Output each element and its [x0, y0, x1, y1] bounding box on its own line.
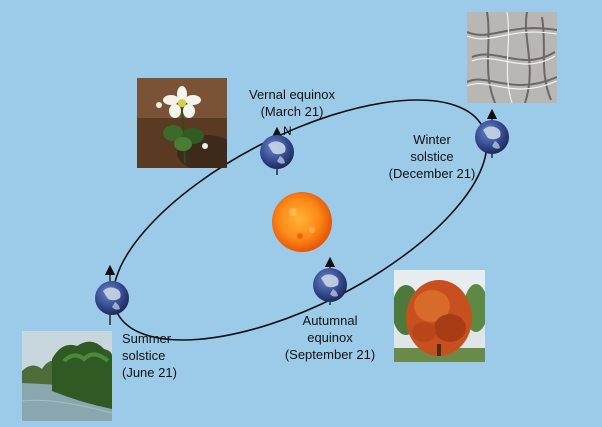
summer-solstice-line2: solstice: [122, 348, 166, 363]
sun: [272, 192, 332, 252]
vernal-equinox-title: Vernal equinox: [248, 87, 335, 102]
autumnal-equinox-date: (September 21): [284, 347, 376, 362]
earth-vernal-equinox: [260, 126, 294, 175]
winter-solstice-line2: solstice: [410, 149, 454, 164]
summer-solstice-label: Summer solstice (June 21): [122, 330, 182, 381]
autumnal-equinox-line2: equinox: [307, 330, 353, 345]
summer-solstice-date: (June 21): [122, 365, 177, 380]
flower-photo: [137, 78, 227, 168]
autumnal-equinox-line1: Autumnal: [302, 313, 358, 328]
earth-winter-solstice: [475, 108, 509, 158]
ice-branches-photo: [467, 12, 557, 103]
autumnal-equinox-label: Autumnal equinox (September 21): [280, 312, 380, 363]
winter-solstice-label: Winter solstice (December 21): [382, 131, 482, 182]
earth-autumnal-equinox: [313, 256, 347, 305]
autumn-tree-photo: [394, 270, 485, 362]
winter-solstice-line1: Winter: [413, 132, 451, 147]
north-label: N: [283, 124, 292, 138]
summer-solstice-line1: Summer: [122, 331, 172, 346]
earth-summer-solstice: [95, 264, 129, 325]
vernal-equinox-date: (March 21): [260, 104, 324, 119]
winter-solstice-date: (December 21): [388, 166, 476, 181]
lake-trees-photo: [22, 331, 112, 421]
vernal-equinox-label: Vernal equinox (March 21): [242, 86, 342, 120]
